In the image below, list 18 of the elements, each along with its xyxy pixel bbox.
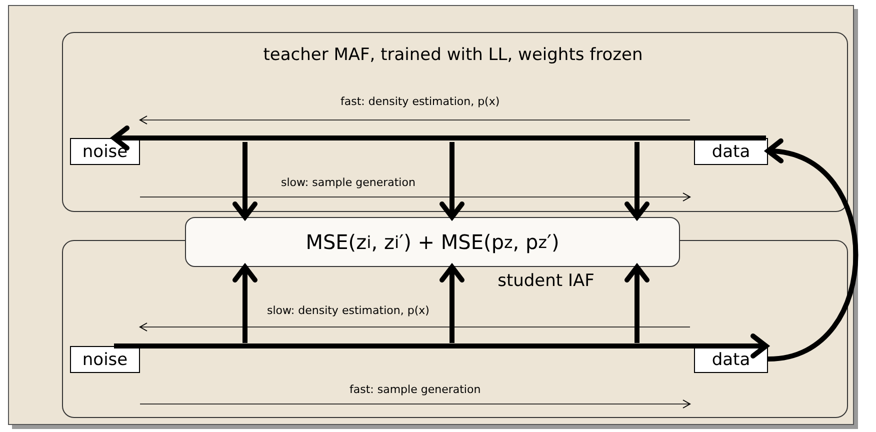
arrow-label: fast: density estimation, p(x) (340, 95, 500, 109)
label-box: noise (70, 138, 140, 165)
panel-title: student IAF (498, 271, 594, 291)
arrow (440, 142, 464, 220)
arrow (232, 142, 258, 220)
arrow (624, 264, 650, 343)
network-panel (62, 32, 848, 212)
arrow-label: fast: sample generation (350, 383, 481, 397)
panel-title: teacher MAF, trained with LL, weights frozen (263, 45, 643, 65)
label-box: noise (70, 346, 140, 373)
arrow (232, 264, 258, 343)
arrow (624, 142, 650, 220)
curved-arrow (766, 140, 858, 362)
arrow-label: slow: sample generation (281, 176, 416, 190)
arrow-label: slow: density estimation, p(x) (267, 304, 430, 318)
arrow (114, 334, 768, 358)
arrow (112, 126, 766, 150)
arrow (440, 264, 464, 343)
